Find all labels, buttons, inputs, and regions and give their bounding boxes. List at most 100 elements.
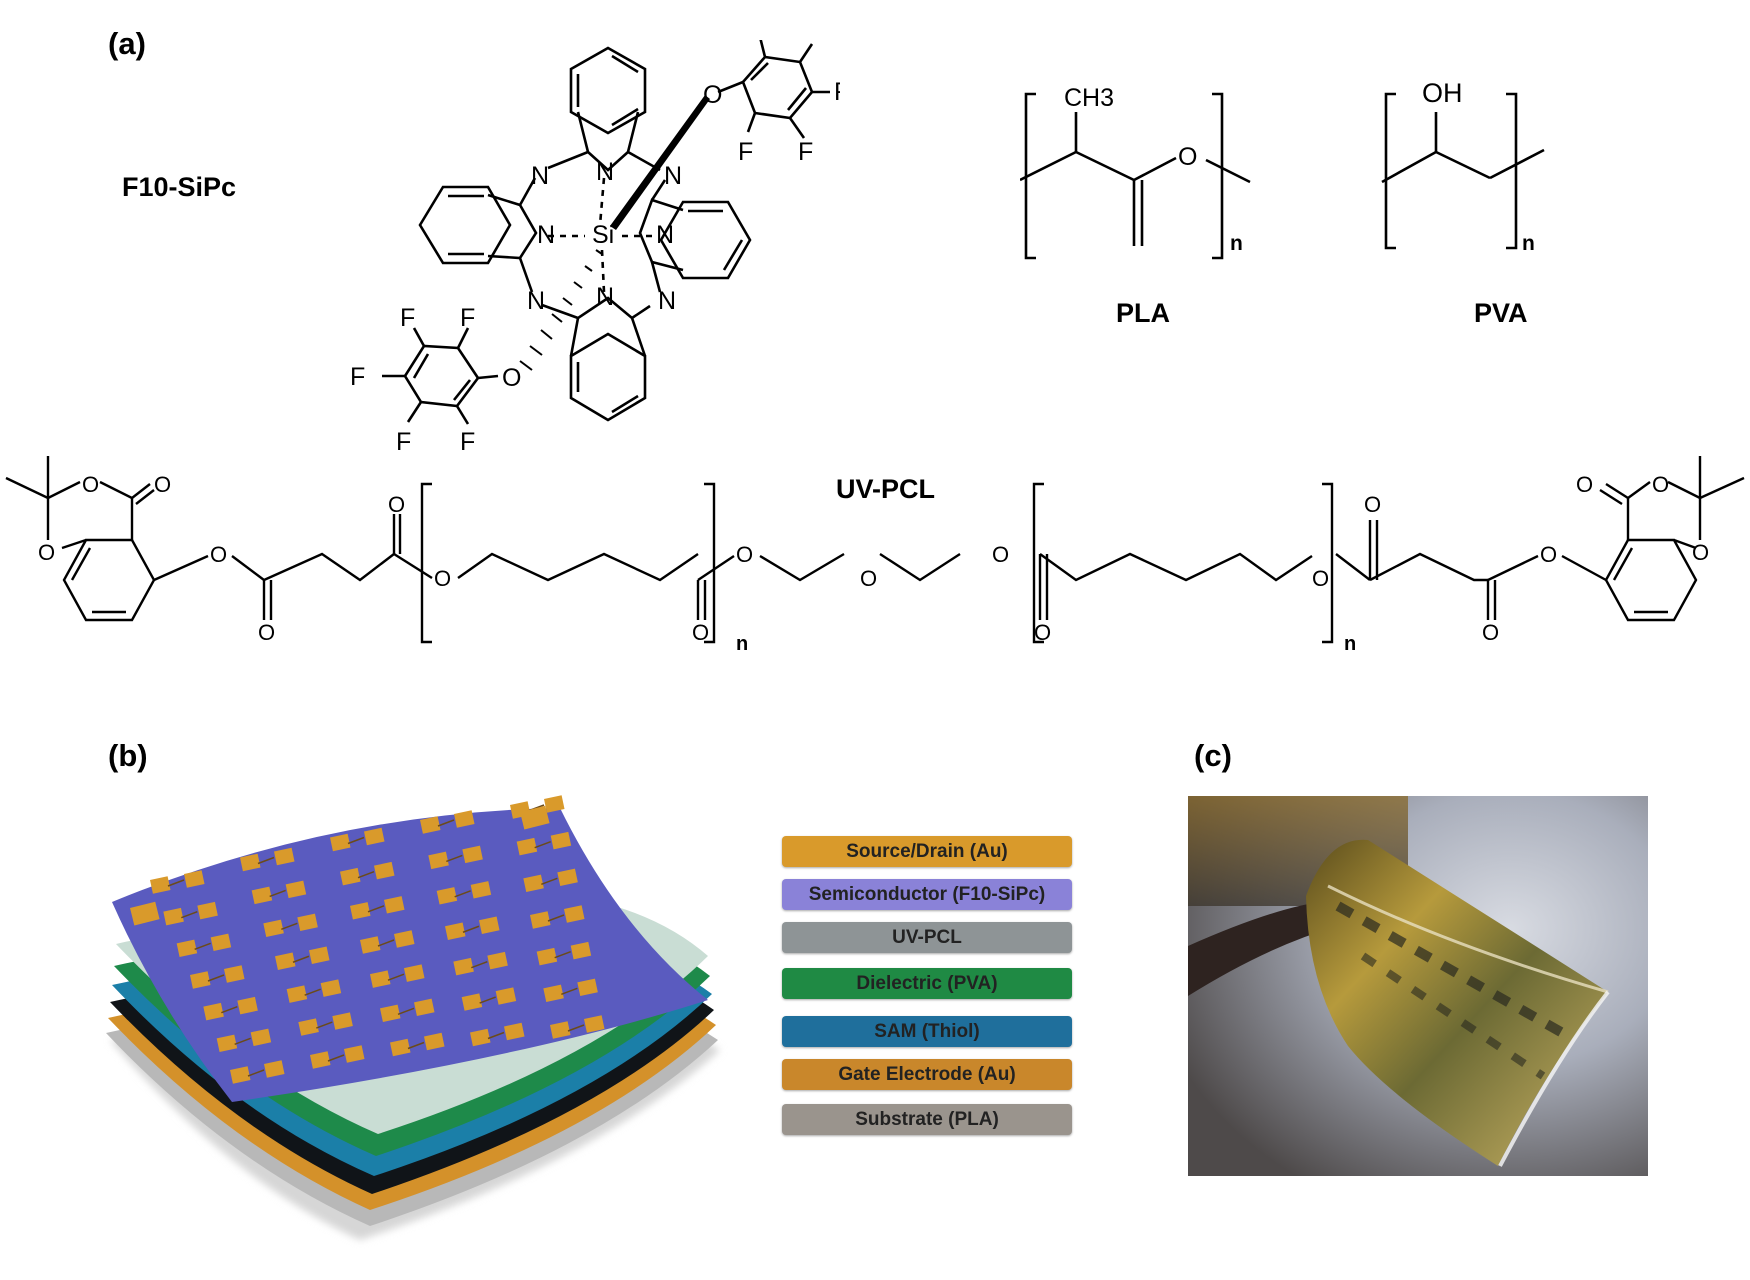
pad-connector: [567, 1024, 585, 1032]
pad-connector: [377, 939, 395, 947]
source-drain-pad: [210, 933, 232, 952]
source-drain-pad: [404, 964, 425, 982]
source-drain-pad: [577, 978, 598, 997]
source-drain-pad: [344, 1045, 365, 1063]
pad-connector: [407, 1041, 425, 1050]
source-drain-pad: [495, 987, 517, 1005]
source-drain-pad: [384, 896, 405, 914]
source-drain-pad: [436, 887, 458, 905]
legend-label: SAM (Thiol): [874, 1020, 980, 1042]
pad-connector: [357, 870, 375, 879]
pad-connector: [454, 890, 471, 898]
uv-pcl-structure: O O O O O O O O O O O O O O O O O O O n …: [5, 456, 1745, 655]
svg-text:O: O: [502, 364, 521, 392]
source-drain-pad: [263, 919, 284, 938]
svg-text:F: F: [738, 138, 753, 166]
svg-text:O: O: [1364, 492, 1381, 517]
svg-text:O: O: [692, 620, 709, 645]
svg-text:O: O: [38, 540, 55, 565]
source-drain-pad: [150, 876, 171, 894]
panel-label-c: (c): [1194, 738, 1232, 773]
uv-pcl-right-benzene: [1604, 538, 1698, 622]
uv-pcl-left-benzene: [62, 538, 156, 622]
svg-text:O: O: [1576, 472, 1593, 497]
pva-structure: OH n: [1381, 78, 1545, 255]
svg-text:O: O: [434, 566, 451, 591]
svg-text:N: N: [596, 283, 614, 311]
uv-pcl-n-2: n: [1344, 633, 1356, 655]
svg-text:O: O: [154, 472, 171, 497]
source-drain-pad: [332, 1012, 353, 1030]
pad-connector: [281, 922, 298, 931]
legend-sam: SAM (Thiol): [782, 1016, 1072, 1047]
source-drain-pad: [237, 996, 258, 1015]
pad-connector: [247, 1069, 265, 1077]
source-drain-pad: [550, 831, 572, 850]
pad-connector: [304, 988, 321, 996]
legend-dielectric: Dielectric (PVA): [782, 968, 1072, 999]
source-drain-pad: [197, 901, 218, 920]
legend-label: Source/Drain (Au): [846, 840, 1008, 862]
svg-text:N: N: [531, 162, 549, 190]
pva-oh: OH: [1422, 78, 1463, 108]
si-atom: Si: [592, 221, 614, 249]
f10-sipc-label: F10-SiPc: [122, 172, 237, 202]
f-atom: F: [750, 40, 765, 43]
pla-n: n: [1230, 232, 1243, 255]
source-drain-pad: [360, 936, 381, 954]
source-drain-pad: [364, 827, 385, 846]
source-drain-pad: [523, 874, 544, 893]
source-drain-pad: [298, 1018, 319, 1036]
source-drain-pad: [564, 905, 585, 923]
legend-label: UV-PCL: [892, 926, 962, 948]
source-drain-pad: [504, 1022, 525, 1041]
source-drain-pad: [330, 833, 351, 852]
source-drain-pad: [550, 1021, 571, 1039]
svg-text:O: O: [1692, 540, 1709, 565]
svg-text:N: N: [537, 221, 555, 249]
svg-text:F: F: [460, 304, 475, 332]
pad-connector: [541, 877, 558, 886]
pad-connector: [547, 914, 565, 922]
source-drain-pad: [274, 847, 295, 866]
source-drain-pad: [350, 902, 371, 920]
source-drain-pad: [216, 1034, 238, 1053]
left-benzo-ring: [418, 185, 512, 265]
svg-text:O: O: [1312, 566, 1329, 591]
source-drain-pad: [340, 867, 361, 886]
svg-text:F: F: [460, 428, 475, 456]
svg-text:O: O: [860, 566, 877, 591]
pad-connector: [207, 974, 225, 982]
svg-text:F: F: [400, 304, 415, 332]
pla-label: PLA: [1116, 298, 1170, 328]
pva-n: n: [1522, 232, 1535, 255]
contact-pad: [130, 901, 160, 926]
pad-connector: [479, 996, 496, 1004]
contact-pad: [520, 805, 550, 830]
source-drain-pad: [370, 970, 391, 988]
svg-text:O: O: [388, 492, 405, 517]
legend-label: Gate Electrode (Au): [838, 1063, 1016, 1085]
source-drain-pad: [543, 984, 564, 1003]
pad-connector: [462, 925, 480, 933]
svg-text:F: F: [350, 363, 365, 391]
pad-connector: [471, 960, 488, 969]
svg-text:O: O: [1652, 472, 1669, 497]
pva-label: PVA: [1474, 298, 1528, 328]
source-drain-pad: [163, 907, 184, 926]
source-drain-pad: [479, 916, 500, 934]
pla-oxygen: O: [1178, 143, 1197, 171]
source-drain-pad: [309, 946, 330, 964]
pad-connector: [327, 1054, 345, 1062]
pad-connector: [347, 836, 365, 845]
svg-text:F: F: [396, 428, 411, 456]
source-drain-pad: [414, 998, 435, 1017]
pad-connector: [554, 950, 571, 959]
source-drain-pad: [445, 922, 466, 940]
legend-substrate: Substrate (PLA): [782, 1104, 1072, 1135]
source-drain-pad: [251, 886, 273, 905]
pad-connector: [194, 942, 211, 951]
svg-text:O: O: [736, 542, 753, 567]
pad-connector: [234, 1037, 251, 1046]
legend-uv-pcl: UV-PCL: [782, 922, 1072, 953]
